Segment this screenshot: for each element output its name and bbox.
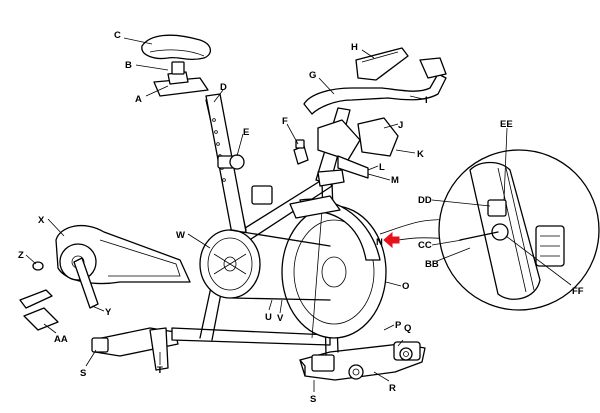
label-e: E [243, 127, 249, 138]
label-y: Y [105, 307, 112, 318]
label-d: D [220, 82, 227, 93]
label-ff: FF [572, 286, 584, 297]
label-s-front: S [310, 394, 316, 405]
label-z: Z [18, 250, 24, 261]
brake-assembly [251, 185, 341, 219]
label-p: P [395, 320, 402, 331]
aero-bar [317, 117, 399, 179]
red-arrow-icon [383, 231, 400, 249]
seat [141, 34, 211, 61]
label-a: A [135, 94, 142, 105]
label-cc: CC [418, 240, 432, 251]
label-f: F [282, 116, 288, 127]
label-i: I [425, 95, 428, 106]
flywheel [281, 198, 387, 339]
label-t: T [157, 365, 163, 376]
label-v: V [277, 313, 284, 324]
label-h: H [351, 42, 358, 53]
label-m: M [391, 175, 399, 186]
crank-arm [73, 257, 99, 309]
label-s-rear: S [80, 368, 86, 379]
label-u: U [265, 312, 272, 323]
label-n: N [376, 237, 383, 248]
label-bb: BB [425, 259, 439, 270]
seat-knob [217, 154, 245, 170]
handlebar [303, 57, 447, 115]
water-bottle-holder [293, 139, 309, 165]
label-b: B [125, 60, 132, 71]
seat-post [153, 61, 247, 235]
label-ee: EE [500, 119, 513, 130]
front-stabilizer [299, 341, 426, 381]
small-part-z [32, 261, 44, 271]
drive-belt [229, 229, 331, 301]
label-k: K [417, 149, 424, 160]
label-o: O [402, 281, 409, 292]
label-r: R [389, 383, 396, 394]
label-l: L [379, 162, 385, 173]
label-w: W [176, 230, 185, 241]
label-aa: AA [54, 334, 68, 345]
label-g: G [309, 70, 316, 81]
pedal [19, 289, 59, 331]
detail-inset [379, 149, 600, 311]
rear-stabilizer [91, 327, 179, 371]
part-labels: C B A D E F G H I J K L M N O P Q R S S … [18, 30, 584, 405]
label-c: C [114, 30, 121, 41]
label-j: J [398, 120, 403, 131]
drive-pulley [199, 229, 261, 299]
console-tablet [355, 47, 409, 81]
leader-lines [25, 37, 572, 392]
label-dd: DD [418, 195, 432, 206]
label-x: X [38, 215, 45, 226]
label-q: Q [404, 323, 411, 334]
